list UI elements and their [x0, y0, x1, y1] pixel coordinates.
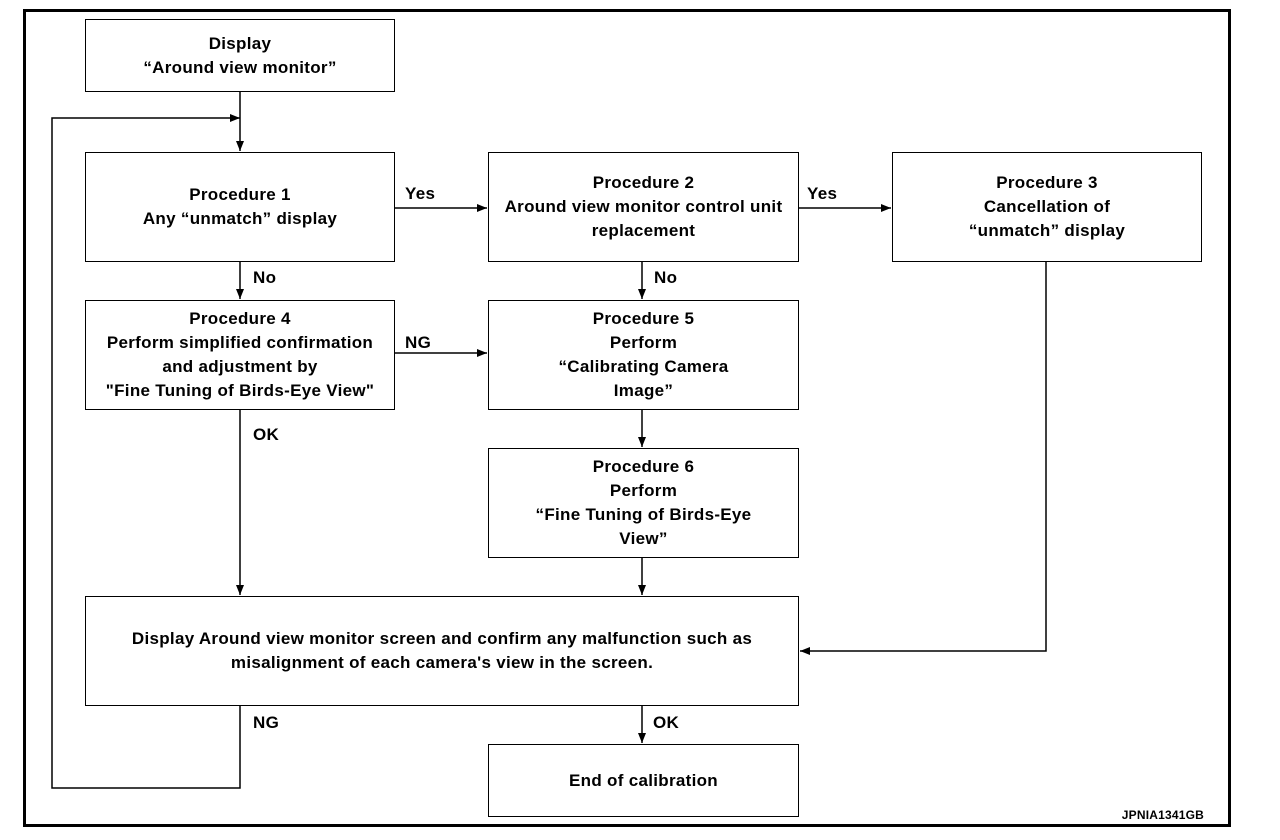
procedure-4-text: Procedure 4 Perform simplified confirmat… [105, 309, 375, 400]
confirm-screen-text: Display Around view monitor screen and c… [131, 629, 753, 672]
end-of-calibration-box: End of calibration [488, 744, 799, 817]
label-proc1-yes: Yes [405, 184, 436, 203]
label-proc1-no: No [253, 268, 277, 287]
procedure-1-box: Procedure 1 Any “unmatch” display [85, 152, 395, 262]
label-proc4-ng: NG [405, 333, 432, 352]
diagram-frame [23, 9, 1231, 827]
label-proc2-no: No [654, 268, 678, 287]
loop-back-line [51, 114, 241, 789]
end-of-calibration-text: End of calibration [569, 770, 718, 790]
label-proc4-ok: OK [253, 425, 280, 444]
procedure-2-box: Procedure 2 Around view monitor control … [488, 152, 799, 262]
procedure-3-text: Procedure 3 Cancellation of “unmatch” di… [968, 173, 1126, 240]
procedure-5-text: Procedure 5 Perform “Calibrating Camera … [558, 309, 729, 400]
display-box: Display “Around view monitor” [85, 19, 395, 92]
procedure-6-box: Procedure 6 Perform “Fine Tuning of Bird… [488, 448, 799, 558]
procedure-5-box: Procedure 5 Perform “Calibrating Camera … [488, 300, 799, 410]
figure-code: JPNIA1341GB [1121, 808, 1204, 822]
procedure-2-text: Procedure 2 Around view monitor control … [504, 173, 783, 240]
procedure-6-text: Procedure 6 Perform “Fine Tuning of Bird… [535, 457, 752, 548]
procedure-3-box: Procedure 3 Cancellation of “unmatch” di… [892, 152, 1202, 262]
label-confirm-ng: NG [253, 713, 280, 732]
label-confirm-ok: OK [653, 713, 680, 732]
arrow-proc3-to-confirm [800, 262, 1047, 655]
procedure-1-text: Procedure 1 Any “unmatch” display [142, 185, 338, 228]
procedure-4-box: Procedure 4 Perform simplified confirmat… [85, 300, 395, 410]
display-box-text: Display “Around view monitor” [143, 33, 337, 77]
label-proc2-yes: Yes [807, 184, 838, 203]
confirm-screen-box: Display Around view monitor screen and c… [85, 596, 799, 706]
